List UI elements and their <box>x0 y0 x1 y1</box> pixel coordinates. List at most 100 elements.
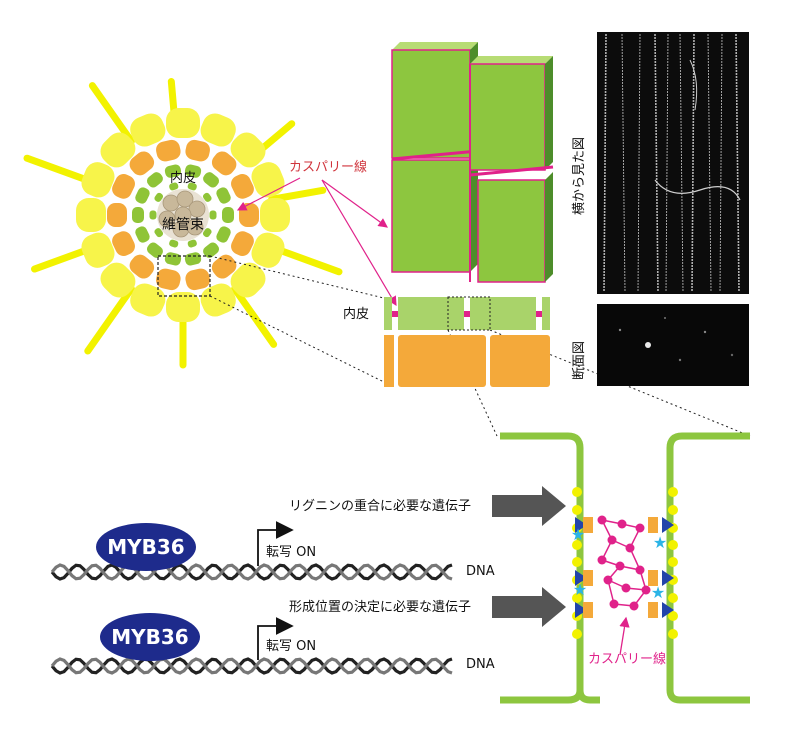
gray-arrow-2 <box>492 587 566 627</box>
polymer-bead <box>572 629 582 639</box>
endodermis-cell <box>216 187 231 204</box>
myb36-label-1: MYB36 <box>107 535 184 559</box>
transcription-arrow-1 <box>257 521 294 566</box>
protein-block <box>648 602 658 618</box>
endodermis-cell <box>184 164 202 178</box>
cortex-cell <box>112 174 135 199</box>
cortex-cell <box>129 151 155 176</box>
cross-section-label: 断面図 <box>572 341 587 380</box>
epidermis-cell <box>200 283 236 317</box>
cell-wall-streak <box>707 33 712 293</box>
epidermis-cell <box>100 132 136 168</box>
casparian-strip-label: カスパリー線 <box>289 159 367 175</box>
endodermis-cell <box>164 164 182 178</box>
epidermis-cell <box>76 198 106 232</box>
root-hair <box>88 82 135 145</box>
pericycle-cell <box>154 228 164 238</box>
endodermis-cell <box>216 226 231 243</box>
endodermis-cell <box>146 242 163 258</box>
dna-strand <box>50 657 453 675</box>
polymer-bead <box>668 505 678 515</box>
cross-section-micrograph <box>597 304 749 386</box>
endodermis-cell <box>132 207 144 223</box>
epidermis-cells <box>76 108 290 322</box>
root-hair <box>268 186 327 203</box>
endodermis-cell <box>222 207 234 223</box>
lignin-node <box>621 583 631 593</box>
endodermis-section-label: 内皮 <box>343 306 369 322</box>
polymer-bead <box>668 557 678 567</box>
epidermis-cell <box>130 113 166 147</box>
cortex-cell <box>185 139 210 162</box>
cell-wall-streak <box>654 33 659 293</box>
endodermis-cell <box>203 242 220 258</box>
lignin-node <box>625 543 635 553</box>
dna-helix-2 <box>50 657 453 675</box>
epidermis-cell <box>166 292 200 322</box>
dna-strand <box>50 563 453 581</box>
epidermis-cell <box>81 162 115 198</box>
polymer-bead <box>572 487 582 497</box>
pericycle-cell <box>169 182 179 191</box>
zoom-box <box>157 255 211 297</box>
polymer-bead <box>572 557 582 567</box>
polymer-bead <box>572 593 582 603</box>
epidermis-cell <box>260 198 290 232</box>
cell-wall-streak <box>603 33 607 293</box>
root-hair <box>231 285 278 348</box>
endodermis-3d-blocks <box>391 42 554 283</box>
lignin-node <box>641 585 651 595</box>
polymer-bead <box>668 593 678 603</box>
lignin-node <box>615 561 625 571</box>
cortex-cell <box>107 203 127 227</box>
star-marker: ★ <box>653 533 667 552</box>
dna-label-1: DNA <box>466 564 495 579</box>
polymer-bead <box>572 540 582 550</box>
protein-marker <box>575 517 587 533</box>
dna-strand <box>50 563 453 581</box>
lignin-node <box>607 535 617 545</box>
lignin-gene-label: リグニンの重合に必要な遺伝子 <box>289 498 471 514</box>
polymer-bead <box>668 629 678 639</box>
transcription-label-1: 転写 ON <box>266 545 316 560</box>
lignin-node <box>597 515 607 525</box>
endodermis-cell <box>135 187 150 204</box>
protein-marker <box>662 570 674 586</box>
pericycle-cell <box>169 239 179 248</box>
myb36-protein-2 <box>100 613 200 661</box>
polymer-bead <box>668 487 678 497</box>
cortex-cell <box>129 254 155 279</box>
side-view-label: 横から見た図 <box>572 137 587 215</box>
pericycle-cell <box>187 239 197 248</box>
cell-wall-streak <box>679 33 684 293</box>
dna-strand <box>50 657 453 675</box>
epidermis-cell <box>100 262 136 298</box>
cortex-cell <box>156 139 181 162</box>
side-view-micrograph <box>597 32 749 294</box>
epidermis-cell <box>130 283 166 317</box>
endodermis-cell <box>135 226 150 243</box>
epidermis-cell <box>166 108 200 138</box>
epidermis-cell <box>230 132 266 168</box>
protein-block <box>583 602 593 618</box>
lignin-node <box>629 601 639 611</box>
transcription-arrow-2 <box>257 617 294 660</box>
vascular-cell <box>162 194 180 212</box>
epidermis-cell <box>200 113 236 147</box>
protein-block <box>583 517 593 533</box>
gene-row-lignin: リグニンの重合に必要な遺伝子 MYB36 転写 ON DNA <box>50 486 566 581</box>
dna-label-2: DNA <box>466 657 495 672</box>
endodermis-cell <box>203 172 220 188</box>
lignin-network: ★★★★ <box>571 487 678 639</box>
pericycle-cell <box>202 192 212 202</box>
cortex-cell <box>156 268 181 291</box>
vascular-cell <box>188 200 206 218</box>
vascular-label: 維管束 <box>162 217 204 233</box>
pericycle-ring <box>149 182 217 248</box>
gray-arrow-1 <box>492 486 566 526</box>
endodermis-ring <box>132 164 234 266</box>
cell-wall-streak <box>621 33 626 293</box>
dna-helix-1 <box>50 563 453 581</box>
cell-wall-streak <box>637 33 641 293</box>
lignin-node <box>603 575 613 585</box>
